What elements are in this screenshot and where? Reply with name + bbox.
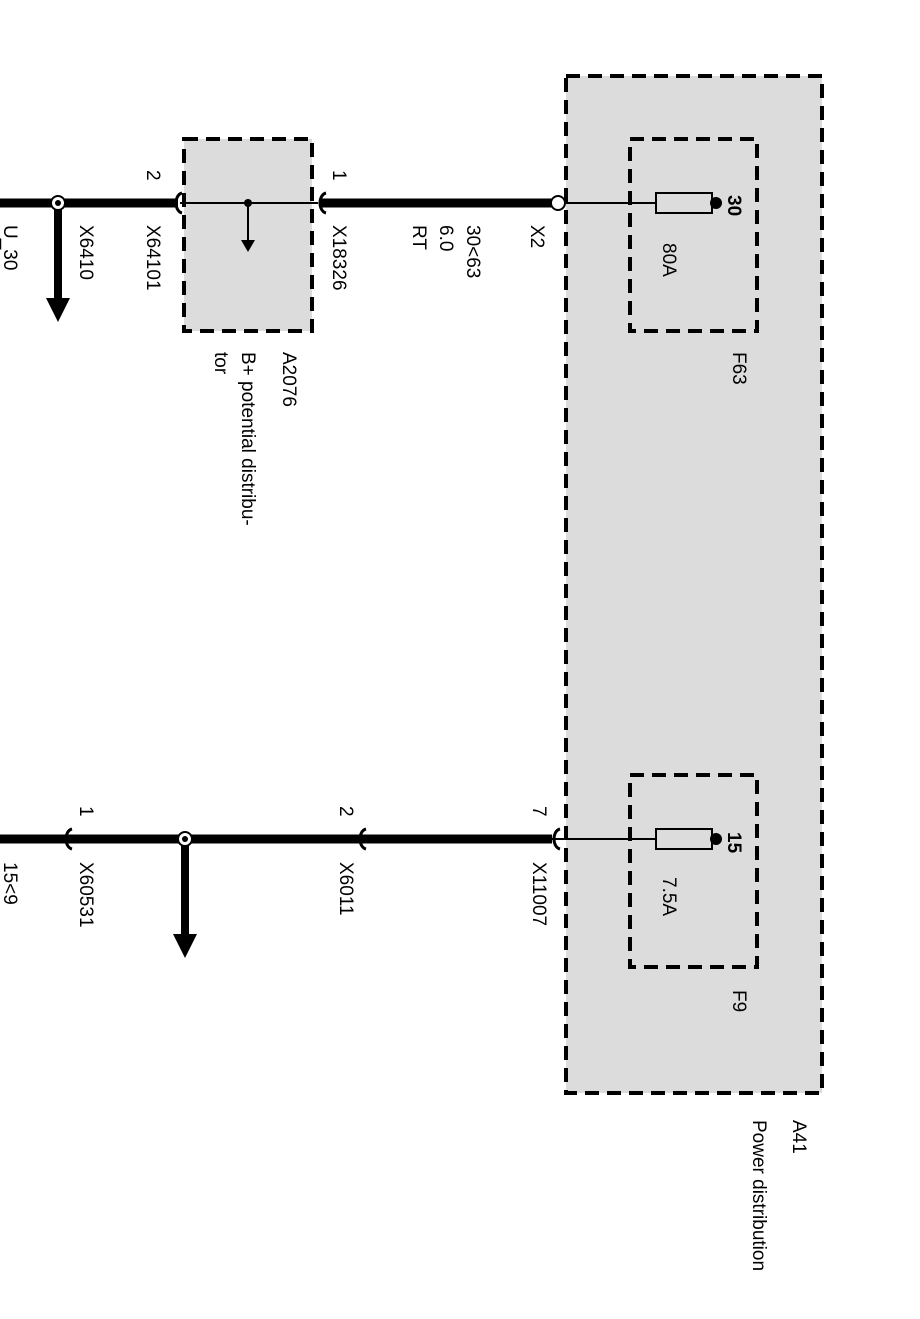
a41-id-label: A41 bbox=[788, 1120, 809, 1154]
x60531-connector bbox=[64, 827, 73, 851]
x6410-label: X6410 bbox=[75, 225, 96, 280]
x6011-label: X6011 bbox=[335, 862, 356, 916]
a41-name-label: Power distribution bbox=[748, 1120, 769, 1271]
x2-label: X2 bbox=[526, 225, 547, 248]
f63-pin-label: 30 bbox=[723, 195, 744, 216]
x11007-label: X11007 bbox=[528, 862, 549, 926]
x2-terminal bbox=[550, 195, 566, 211]
x60531-label: X60531 bbox=[75, 862, 96, 928]
x18326-pin-label: 1 bbox=[328, 170, 349, 181]
wire-label: 30<63 bbox=[462, 225, 483, 278]
x6011-connector bbox=[358, 827, 367, 851]
wire-color-label: RT bbox=[408, 225, 429, 250]
x18326-connector bbox=[318, 191, 327, 215]
x18326-label: X18326 bbox=[328, 225, 349, 291]
fuse-f9-box bbox=[628, 773, 759, 969]
bottom-splice-dot bbox=[182, 836, 188, 842]
a2076-name-line2: tor bbox=[210, 352, 231, 375]
x64101-connector bbox=[174, 191, 183, 215]
a2076-name-line1: B+ potential distribu- bbox=[237, 352, 258, 526]
distributor-arrow-head bbox=[241, 240, 255, 252]
fuse-f63-pin bbox=[710, 197, 722, 209]
fuse-f63-box bbox=[628, 137, 759, 333]
x6410-splice-dot bbox=[55, 200, 61, 206]
x11007-connector bbox=[552, 827, 561, 851]
f63-rating-label: 80A bbox=[658, 243, 679, 277]
fuse-f9-pin bbox=[710, 833, 722, 845]
u30-label: U_30 bbox=[0, 225, 20, 270]
bottom-arrow-head bbox=[173, 934, 197, 958]
x64101-label: X64101 bbox=[142, 225, 163, 291]
fuse-f63-symbol bbox=[655, 192, 713, 214]
wire-gauge-label: 6.0 bbox=[435, 225, 456, 251]
fuse-f9-symbol bbox=[655, 828, 713, 850]
f63-id-label: F63 bbox=[728, 352, 749, 385]
x11007-pin-label: 7 bbox=[528, 806, 549, 817]
a2076-id-label: A2076 bbox=[278, 352, 299, 407]
f9-id-label: F9 bbox=[728, 990, 749, 1012]
x6011-pin-label: 2 bbox=[335, 806, 356, 817]
f9-rating-label: 7.5A bbox=[658, 877, 679, 916]
x60531-pin-label: 1 bbox=[75, 806, 96, 817]
x64101-pin-label: 2 bbox=[142, 170, 163, 181]
f9-pin-label: 15 bbox=[723, 832, 744, 854]
signal-15-label: 15<9 bbox=[0, 862, 20, 905]
u30-arrow-head bbox=[46, 298, 70, 322]
